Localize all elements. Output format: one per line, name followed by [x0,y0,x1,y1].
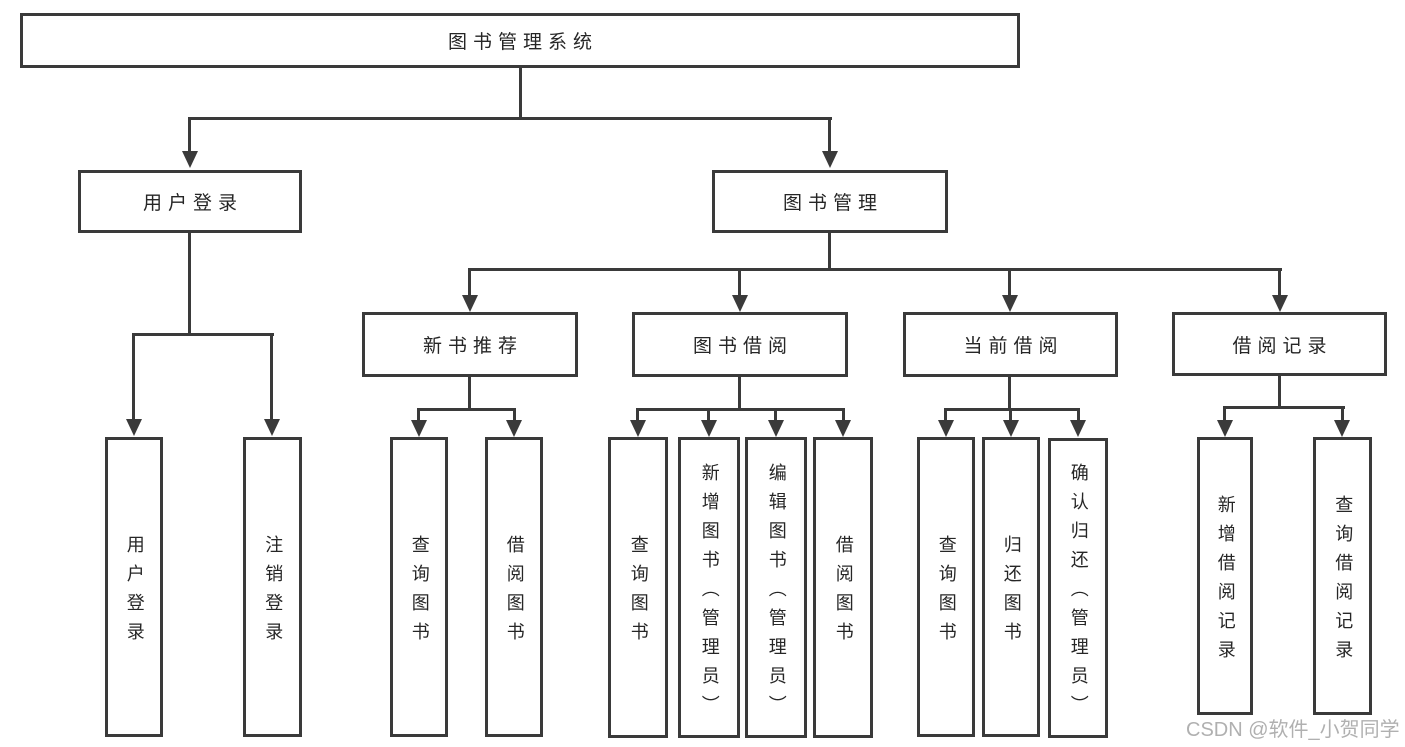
node-borrow-records: 借阅记录 [1172,312,1387,376]
node-book-borrow-label: 图书借阅 [692,336,793,357]
connector-line [417,408,516,411]
leaf-logout-label: 注销登录 [263,534,284,651]
node-root: 图书管理系统 [20,13,1020,68]
leaf-confirm-return-admin: 确认归还（管理员） [1048,438,1108,738]
leaf-add-books-admin-label: 新增图书（管理员） [699,462,720,724]
connector-line [468,268,471,298]
leaf-query-books-current-label: 查询图书 [936,534,957,651]
arrow-down-icon [411,420,427,437]
connector-line [188,117,191,155]
connector-line [1008,377,1011,411]
connector-line [188,117,832,120]
leaf-query-borrow-record-label: 查询借阅记录 [1333,494,1354,669]
connector-line [1008,268,1011,298]
connector-line [774,408,777,422]
connector-line [1009,408,1012,422]
connector-line [842,408,845,422]
leaf-query-books-recommend: 查询图书 [390,437,448,737]
arrow-down-icon [938,420,954,437]
connector-line [132,333,135,421]
leaf-borrow-books-label: 借阅图书 [833,535,854,651]
connector-line [636,408,845,411]
connector-line [270,333,273,421]
node-new-book-recommend: 新书推荐 [362,312,578,377]
node-current-borrow: 当前借阅 [903,312,1118,377]
leaf-add-borrow-record-label: 新增借阅记录 [1215,494,1236,669]
connector-line [1223,406,1226,422]
connector-line [828,117,831,155]
connector-line [944,408,1080,411]
node-root-label: 图书管理系统 [447,32,598,53]
connector-line [468,268,1282,271]
leaf-query-books-borrow-label: 查询图书 [628,535,649,651]
connector-line [188,232,191,336]
connector-line [417,408,420,422]
leaf-query-books-borrow: 查询图书 [608,437,668,738]
arrow-down-icon [1002,295,1018,312]
arrow-down-icon [701,420,717,437]
connector-line [1223,406,1345,409]
node-borrow-records-label: 借阅记录 [1232,335,1333,357]
connector-line [636,408,639,422]
node-book-borrow: 图书借阅 [632,312,848,377]
leaf-edit-books-admin-label: 编辑图书（管理员） [766,462,787,724]
leaf-return-books: 归还图书 [982,437,1040,737]
arrow-down-icon [732,295,748,312]
leaf-user-login: 用户登录 [105,437,163,737]
arrow-down-icon [126,419,142,436]
leaf-borrow-books-recommend-label: 借阅图书 [504,534,525,651]
connector-line [1278,268,1281,298]
leaf-add-books-admin: 新增图书（管理员） [678,437,740,738]
connector-line [1341,406,1344,422]
arrow-down-icon [506,420,522,437]
arrow-down-icon [264,419,280,436]
connector-line [1077,408,1080,422]
connector-line [513,408,516,422]
connector-line [1278,375,1281,408]
leaf-confirm-return-admin-label: 确认归还（管理员） [1068,463,1089,724]
arrow-down-icon [1003,420,1019,437]
arrow-down-icon [768,420,784,437]
node-current-borrow-label: 当前借阅 [963,336,1064,357]
node-book-management-label: 图书管理 [782,193,883,214]
arrow-down-icon [1070,420,1086,437]
connector-line [707,408,710,422]
connector-line [738,377,741,411]
arrow-down-icon [835,420,851,437]
arrow-down-icon [822,151,838,168]
leaf-query-borrow-record: 查询借阅记录 [1313,437,1372,715]
connector-line [828,232,831,271]
connector-line [519,68,522,118]
arrow-down-icon [1334,420,1350,437]
arrow-down-icon [630,420,646,437]
arrow-down-icon [462,295,478,312]
connector-line [738,268,741,298]
arrow-down-icon [1217,420,1233,437]
connector-line [132,333,274,336]
arrow-down-icon [182,151,198,168]
node-user-login-label: 用户登录 [142,193,243,214]
leaf-add-borrow-record: 新增借阅记录 [1197,437,1253,715]
leaf-return-books-label: 归还图书 [1001,534,1022,651]
leaf-borrow-books-recommend: 借阅图书 [485,437,543,737]
node-book-management: 图书管理 [712,170,948,233]
csdn-watermark: CSDN @软件_小贺同学 [1186,719,1400,741]
connector-line [944,408,947,422]
arrow-down-icon [1272,295,1288,312]
leaf-query-books-current: 查询图书 [917,437,975,737]
node-new-book-recommend-label: 新书推荐 [422,336,523,357]
leaf-edit-books-admin: 编辑图书（管理员） [745,437,807,738]
leaf-user-login-label: 用户登录 [124,534,145,651]
leaf-logout: 注销登录 [243,437,302,737]
leaf-borrow-books: 借阅图书 [813,437,873,738]
connector-line [468,377,471,411]
leaf-query-books-recommend-label: 查询图书 [409,534,430,651]
node-user-login: 用户登录 [78,170,302,233]
